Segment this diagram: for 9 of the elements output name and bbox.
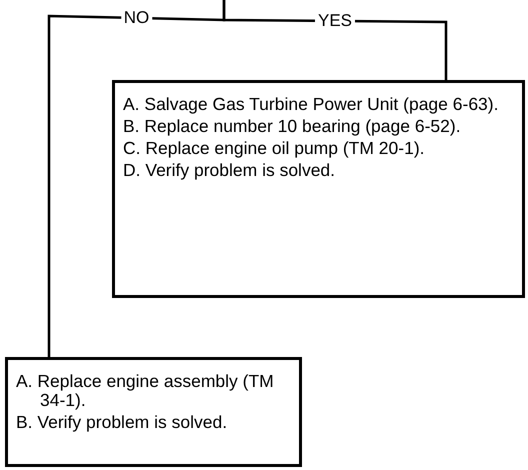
step-text: C. Replace engine oil pump (TM 20-1). — [123, 139, 426, 158]
step-text: B. Replace number 10 bearing (page 6-52). — [123, 117, 462, 136]
step-box — [112, 80, 525, 298]
step-text: A. Salvage Gas Turbine Power Unit (page 6-63). — [123, 95, 500, 114]
step-text: A. Replace engine assembly (TM 34-1). — [16, 372, 275, 410]
step-box — [5, 357, 302, 467]
connector-line — [48, 0, 226, 357]
step-text: D. Verify problem is solved. — [123, 161, 336, 180]
step-text: B. Verify problem is solved. — [16, 413, 228, 432]
